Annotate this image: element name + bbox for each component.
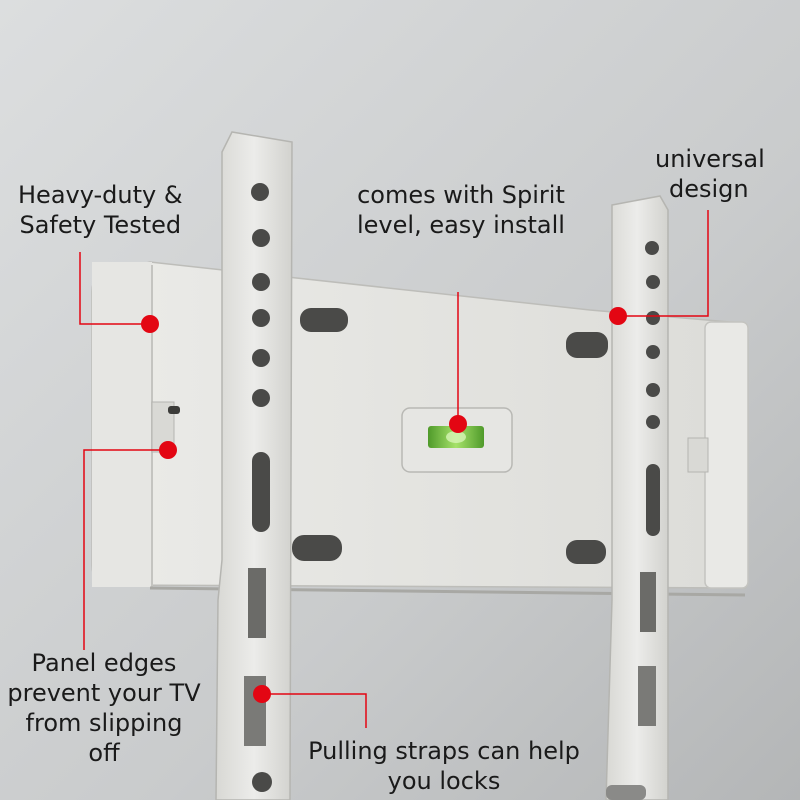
callout-dots xyxy=(141,307,627,703)
universal-design-label: universal design xyxy=(655,145,765,203)
spirit-level xyxy=(401,407,513,473)
heavy-duty-label: Heavy-duty & Safety Tested xyxy=(18,181,183,239)
spirit-level-marker xyxy=(449,415,467,433)
spirit-level-label: comes with Spirit level, easy install xyxy=(357,181,565,239)
callout-lines xyxy=(79,210,709,728)
heavy-duty-marker xyxy=(141,315,159,333)
panel-edges-label: Panel edges prevent your TV from slippin… xyxy=(7,649,201,767)
pulling-straps-label: Pulling straps can help you locks xyxy=(308,737,580,795)
right-latch xyxy=(687,437,709,473)
universal-design-marker xyxy=(609,307,627,325)
pulling-straps-marker xyxy=(253,685,271,703)
left-vertical-arm xyxy=(215,131,293,800)
panel-edges-marker xyxy=(159,441,177,459)
right-vertical-arm xyxy=(605,195,669,800)
plate-slots xyxy=(292,308,608,564)
